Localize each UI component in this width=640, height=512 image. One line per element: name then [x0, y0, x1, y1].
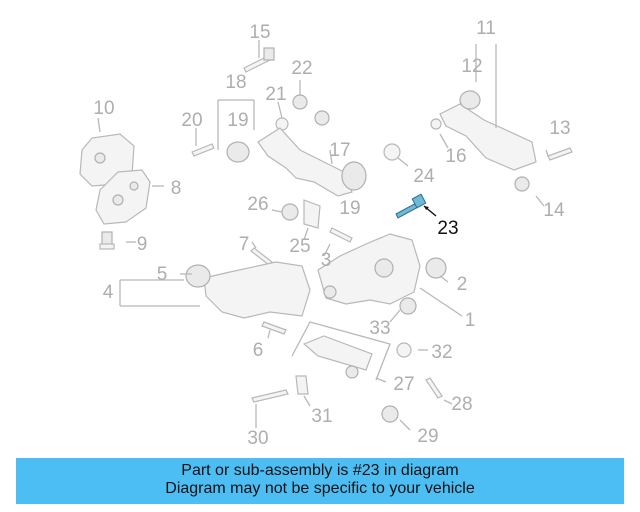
callout-label-3: 3 — [321, 250, 332, 271]
part-4-trailing-arm — [185, 261, 311, 319]
callout-label-5: 5 — [157, 264, 168, 285]
callout-label-21: 21 — [265, 84, 286, 105]
part-21-washer — [275, 117, 289, 131]
callout-label-20: 20 — [181, 110, 202, 131]
part-8-bracket — [95, 169, 151, 225]
part-18-upper-arm — [226, 127, 367, 197]
callout-label-19: 19 — [227, 110, 248, 131]
callout-label-7: 7 — [239, 234, 250, 255]
part-27-link — [291, 321, 391, 381]
part-26-nut — [281, 203, 299, 221]
callout-label-1: 1 — [465, 310, 476, 331]
info-banner: Part or sub-assembly is #23 in diagram D… — [16, 458, 624, 504]
callout-label-2: 2 — [457, 274, 468, 295]
callout-label-9: 9 — [137, 234, 148, 255]
leader-lines — [97, 40, 549, 431]
callout-label-28: 28 — [451, 394, 472, 415]
callout-label-8: 8 — [171, 178, 182, 199]
callout-label-16: 16 — [445, 146, 466, 167]
callout-label-25: 25 — [289, 236, 310, 257]
callout-label-12: 12 — [461, 56, 482, 77]
part-22-nut — [292, 94, 308, 110]
callout-label-11: 11 — [476, 18, 496, 39]
callout-label-6: 6 — [253, 340, 264, 361]
callout-label-29: 29 — [417, 426, 438, 447]
callout-label-26: 26 — [247, 194, 268, 215]
callout-label-10: 10 — [93, 98, 114, 119]
part-7-bolt — [250, 247, 273, 266]
callout-label-15: 15 — [249, 22, 270, 43]
banner-line-1: Part or sub-assembly is #23 in diagram — [181, 462, 459, 479]
callout-label-33: 33 — [369, 318, 390, 339]
callout-label-19: 19 — [339, 198, 360, 219]
part-11-lower-arm — [430, 90, 537, 192]
callout-label-22: 22 — [291, 58, 312, 79]
part-33-nut — [399, 297, 417, 315]
part-20-bolt — [191, 143, 215, 157]
part-32-washer — [396, 342, 412, 358]
part-30-bolt — [251, 389, 289, 403]
callout-label-18: 18 — [225, 72, 246, 93]
callout-label-17: 17 — [329, 140, 350, 161]
part-31-bracket — [295, 375, 309, 395]
part-29-nut — [381, 405, 399, 423]
part-13-bolt — [547, 147, 573, 161]
part-3-bolt — [329, 227, 353, 243]
part-6-bolt — [261, 321, 287, 335]
callout-label-13: 13 — [549, 118, 570, 139]
callout-label-24: 24 — [413, 166, 435, 187]
callout-label-14: 14 — [543, 200, 565, 221]
part-17-nut — [314, 110, 330, 126]
callout-label-27: 27 — [393, 374, 414, 395]
part-25-bracket — [303, 199, 321, 229]
part-2-bushing — [425, 257, 447, 279]
callout-label-32: 32 — [431, 342, 452, 363]
callout-label-30: 30 — [247, 428, 268, 449]
callout-label-4: 4 — [103, 282, 114, 303]
part-24-washer — [383, 143, 401, 161]
banner-line-2: Diagram may not be specific to your vehi… — [165, 480, 475, 497]
callout-label-31: 31 — [311, 406, 332, 427]
callout-label-23[interactable]: 23 — [437, 218, 458, 239]
callout-labels: 1234567891011121314151617181919202122242… — [93, 18, 570, 449]
part-23-bolt-highlighted[interactable] — [395, 193, 437, 219]
part-9-bolt — [99, 231, 115, 250]
part-15-bolt — [243, 47, 275, 73]
part-1-knuckle — [317, 233, 421, 305]
part-28-bolt — [425, 377, 443, 399]
